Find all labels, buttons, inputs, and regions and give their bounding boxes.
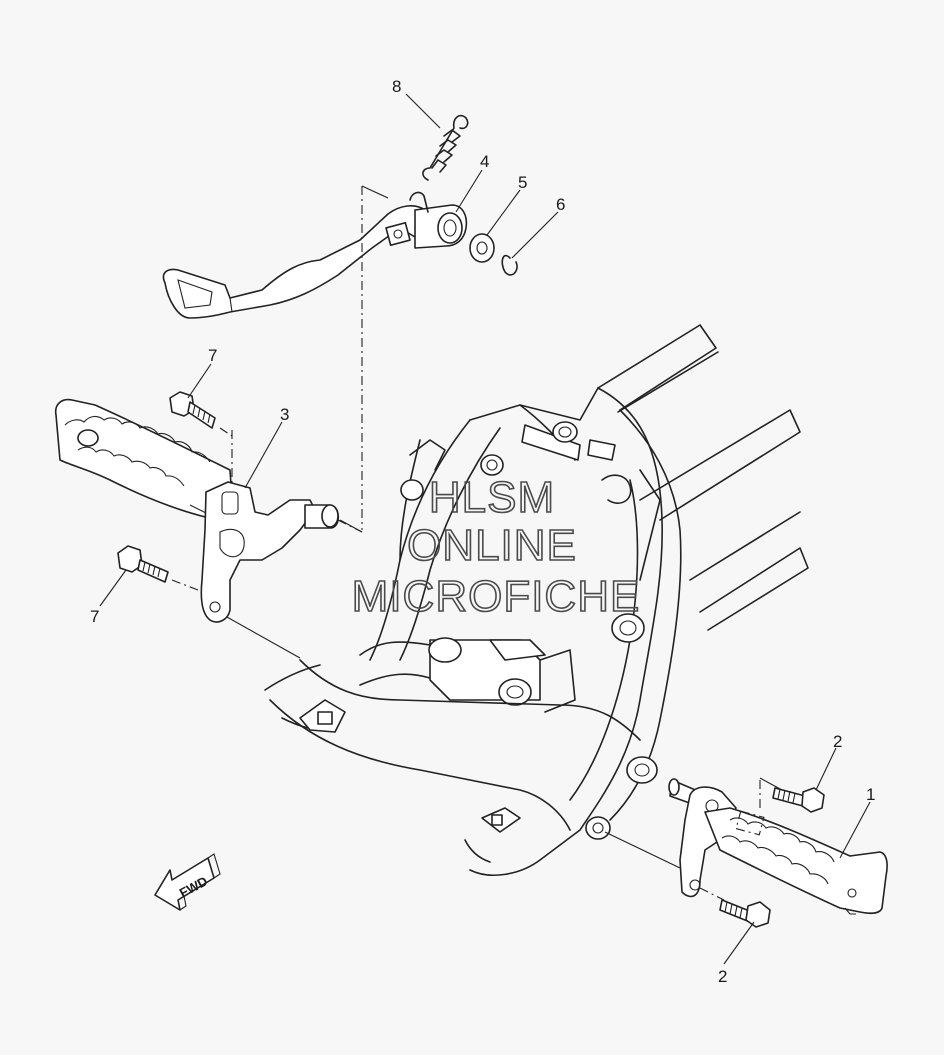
callout-6: 6 <box>556 195 565 214</box>
callout-2-lower: 2 <box>718 967 727 986</box>
right-footrest-drawing <box>604 777 888 928</box>
frame-drawing <box>264 324 809 876</box>
callout-8: 8 <box>392 77 401 96</box>
left-footrest-drawing <box>54 391 363 659</box>
watermark: HLSM ONLINE MICROFICHE <box>351 472 641 622</box>
fwd-direction-arrow: FWD <box>154 853 221 911</box>
callout-7-lower: 7 <box>90 607 99 626</box>
callout-7-upper: 7 <box>208 346 217 365</box>
watermark-line-3: MICROFICHE <box>352 572 641 621</box>
watermark-line-1: HLSM <box>429 473 555 522</box>
callout-2-upper: 2 <box>833 732 842 751</box>
callout-1: 1 <box>866 785 875 804</box>
callout-labels: 8 4 5 6 7 3 7 2 1 2 <box>90 77 875 986</box>
callout-4: 4 <box>480 152 489 171</box>
callout-3: 3 <box>280 405 289 424</box>
watermark-line-2: ONLINE <box>407 521 577 570</box>
callout-5: 5 <box>518 173 527 192</box>
leader-lines <box>99 93 871 965</box>
brake-pedal-drawing <box>162 114 518 533</box>
